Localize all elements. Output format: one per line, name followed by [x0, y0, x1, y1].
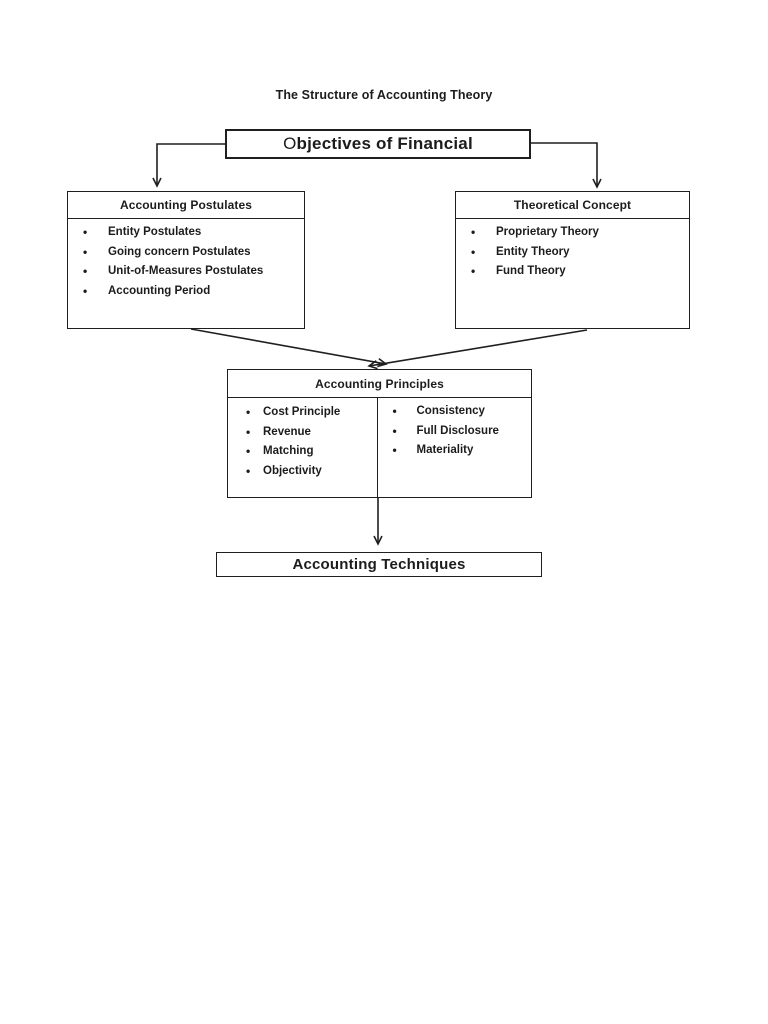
- theoretical-concept-title: Theoretical Concept: [456, 192, 689, 219]
- principles-right-list: Consistency Full Disclosure Materiality: [378, 398, 532, 461]
- arrow-theoretical-to-principles: [369, 329, 588, 366]
- list-item: Proprietary Theory: [456, 223, 689, 243]
- accounting-postulates-box: Accounting Postulates Entity Postulates …: [67, 191, 305, 329]
- principles-right-column: Consistency Full Disclosure Materiality: [378, 398, 532, 497]
- list-item: Matching: [228, 442, 377, 462]
- objectives-of-financial-label: Objectives of Financial: [283, 134, 473, 153]
- diagram-title: The Structure of Accounting Theory: [275, 88, 493, 102]
- accounting-principles-body: Cost Principle Revenue Matching Objectiv…: [228, 398, 531, 497]
- accounting-techniques-box: Accounting Techniques: [216, 552, 542, 577]
- arrow-objectives-to-postulates: [157, 143, 225, 186]
- theoretical-concept-box: Theoretical Concept Proprietary Theory E…: [455, 191, 690, 329]
- list-item: Materiality: [378, 441, 532, 461]
- accounting-principles-title: Accounting Principles: [228, 370, 531, 398]
- list-item: Revenue: [228, 423, 377, 443]
- accounting-principles-box: Accounting Principles Cost Principle Rev…: [227, 369, 532, 498]
- objectives-of-financial-box: Objectives of Financial: [225, 129, 531, 159]
- list-item: Fund Theory: [456, 262, 689, 282]
- list-item: Cost Principle: [228, 403, 377, 423]
- theoretical-concept-list: Proprietary Theory Entity Theory Fund Th…: [456, 219, 689, 282]
- list-item: Consistency: [378, 402, 532, 422]
- list-item: Objectivity: [228, 462, 377, 482]
- list-item: Full Disclosure: [378, 422, 532, 442]
- list-item: Unit-of-Measures Postulates: [68, 262, 304, 282]
- principles-left-column: Cost Principle Revenue Matching Objectiv…: [228, 398, 378, 497]
- arrow-postulates-to-principles: [190, 328, 386, 364]
- list-item: Accounting Period: [68, 282, 304, 302]
- list-item: Going concern Postulates: [68, 243, 304, 263]
- accounting-postulates-list: Entity Postulates Going concern Postulat…: [68, 219, 304, 301]
- accounting-postulates-title: Accounting Postulates: [68, 192, 304, 219]
- arrow-objectives-to-theoretical: [531, 142, 597, 187]
- principles-left-list: Cost Principle Revenue Matching Objectiv…: [228, 398, 377, 481]
- list-item: Entity Theory: [456, 243, 689, 263]
- list-item: Entity Postulates: [68, 223, 304, 243]
